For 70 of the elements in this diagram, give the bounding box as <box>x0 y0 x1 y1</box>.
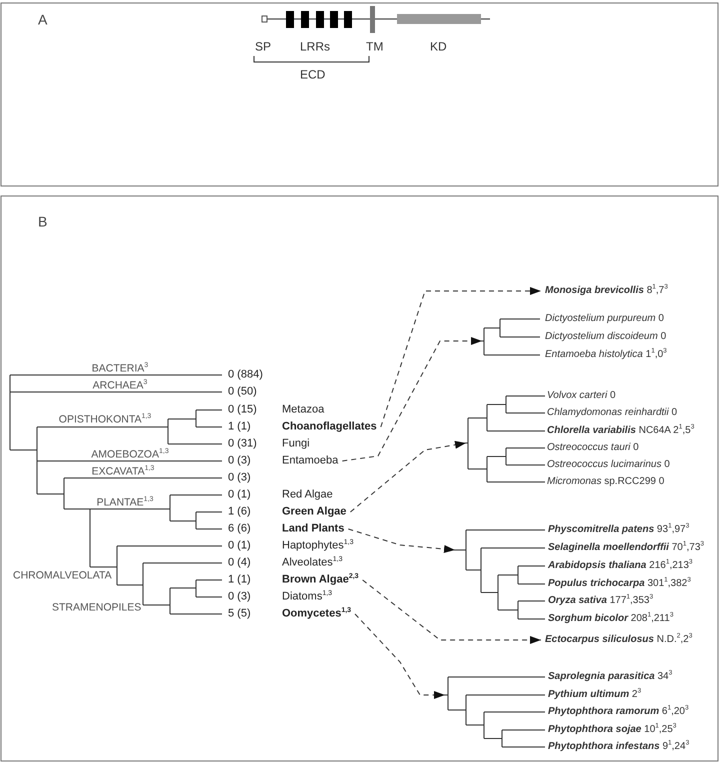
count-label: 0 (1) <box>228 488 251 502</box>
taxon-label: Land Plants <box>282 522 344 536</box>
species-label: Pythium ultimum 2$^{3}$ <box>548 689 642 701</box>
count-label: 0 (3) <box>228 590 251 604</box>
taxon-label: Choanoflagellates <box>282 420 377 434</box>
count-label: 0 (15) <box>228 404 257 416</box>
dashed-arrow <box>342 337 482 462</box>
species-label: Ectocarpus siliculosus N.D.$^{2}$,2$^{3}$ <box>545 634 692 646</box>
count-label: 0 (3) <box>228 472 251 484</box>
count-label: 1 (1) <box>228 574 251 586</box>
dashed-arrow <box>350 440 466 512</box>
panel-letter: B <box>38 216 48 228</box>
count-label: 0 (50) <box>228 386 257 398</box>
species-label: Physcomitrella patens 93$^{1}$,97$^{3}$ <box>548 524 690 536</box>
count-label: 6 (6) <box>228 522 251 536</box>
taxon-label: Metazoa <box>282 404 324 416</box>
taxon-label: Diatoms$^{1,3}$ <box>282 590 332 604</box>
dashed-arrow <box>348 528 456 553</box>
taxon-label: Haptophytes$^{1,3}$ <box>282 540 354 552</box>
species-label: Ostreococcus lucimarinus 0 <box>547 459 670 471</box>
species-label: Chlorella variabilis NC64A 2$^{1}$,5$^{3}$ <box>547 425 694 437</box>
taxon-label: Oomycetes$^{1,3}$ <box>282 608 352 620</box>
species-label: Saprolegnia parasitica 34$^{3}$ <box>548 671 672 683</box>
taxon-label: Red Algae <box>282 488 333 502</box>
taxon-label: Fungi <box>282 438 310 450</box>
count-label: 1 (6) <box>228 506 251 518</box>
species-label: Arabidopsis thaliana 216$^{1}$,213$^{3}$ <box>548 560 693 572</box>
dashed-arrow <box>362 580 542 644</box>
species-label: Dictyostelium discoideum 0 <box>545 331 666 343</box>
count-label: 0 (4) <box>228 556 251 570</box>
clade-label: PLANTAE$^{1,3}$ <box>96 496 154 510</box>
species-label: Entamoeba histolytica 1$^{1}$,0$^{3}$ <box>545 349 667 361</box>
domain-label: SP <box>255 40 272 54</box>
panel-letter: A <box>38 14 48 26</box>
species-label: Phytophthora ramorum 6$^{1}$,20$^{3}$ <box>548 706 689 718</box>
species-label: Micromonas sp.RCC299 0 <box>547 476 664 488</box>
count-label: 0 (31) <box>228 438 257 450</box>
species-label: Volvox carteri 0 <box>547 390 616 402</box>
domain-label: ECD <box>300 68 326 82</box>
count-label: 0 (1) <box>228 540 251 552</box>
dashed-arrow <box>354 614 446 699</box>
clade-label: OPISTHOKONTA$^{1,3}$ <box>58 414 152 426</box>
species-label: Populus trichocarpa 301$^{1}$,382$^{3}$ <box>548 578 691 590</box>
species-label: Selaginella moellendorffii 70$^{1}$,73$^{3}$ <box>548 542 704 554</box>
taxon-label: Brown Algae$^{2,3}$ <box>282 574 359 586</box>
clade-label: ARCHAEA$^{3}$ <box>92 380 148 392</box>
taxon-label: Entamoeba <box>282 454 338 468</box>
count-label: 0 (3) <box>228 454 251 468</box>
species-label: Sorghum bicolor 208$^{1}$,211$^{3}$ <box>548 613 674 625</box>
clade-label: EXCAVATA$^{1,3}$ <box>92 466 154 478</box>
clade-label: STRAMENOPILES <box>52 602 142 614</box>
species-label: Chlamydomonas reinhardtii 0 <box>547 407 678 419</box>
species-label: Oryza sativa 177$^{1}$,353$^{3}$ <box>548 595 654 607</box>
count-label: 1 (1) <box>228 420 251 434</box>
species-label: Phytophthora sojae 10$^{1}$,25$^{3}$ <box>548 724 676 736</box>
taxon-label: Alveolates$^{1,3}$ <box>282 556 342 570</box>
domain-label: KD <box>430 40 447 54</box>
clade-label: AMOEBOZOA$^{1,3}$ <box>91 448 169 462</box>
taxon-label: Green Algae <box>282 506 346 518</box>
clade-label: CHROMALVEOLATA <box>13 570 112 582</box>
species-label: Phytophthora infestans 9$^{1}$,24$^{3}$ <box>548 741 690 753</box>
species-label: Monosiga brevicollis 8$^{1}$,7$^{3}$ <box>545 285 668 297</box>
domain-label: TM <box>366 40 384 54</box>
clade-label: BACTERIA$^{3}$ <box>92 362 148 376</box>
domain-label: LRRs <box>300 40 330 54</box>
species-label: Ostreococcus tauri 0 <box>547 442 639 454</box>
species-label: Dictyostelium purpureum 0 <box>545 313 664 325</box>
count-label: 0 (884) <box>228 368 263 382</box>
count-label: 5 (5) <box>228 608 251 620</box>
dashed-arrow <box>380 287 542 428</box>
